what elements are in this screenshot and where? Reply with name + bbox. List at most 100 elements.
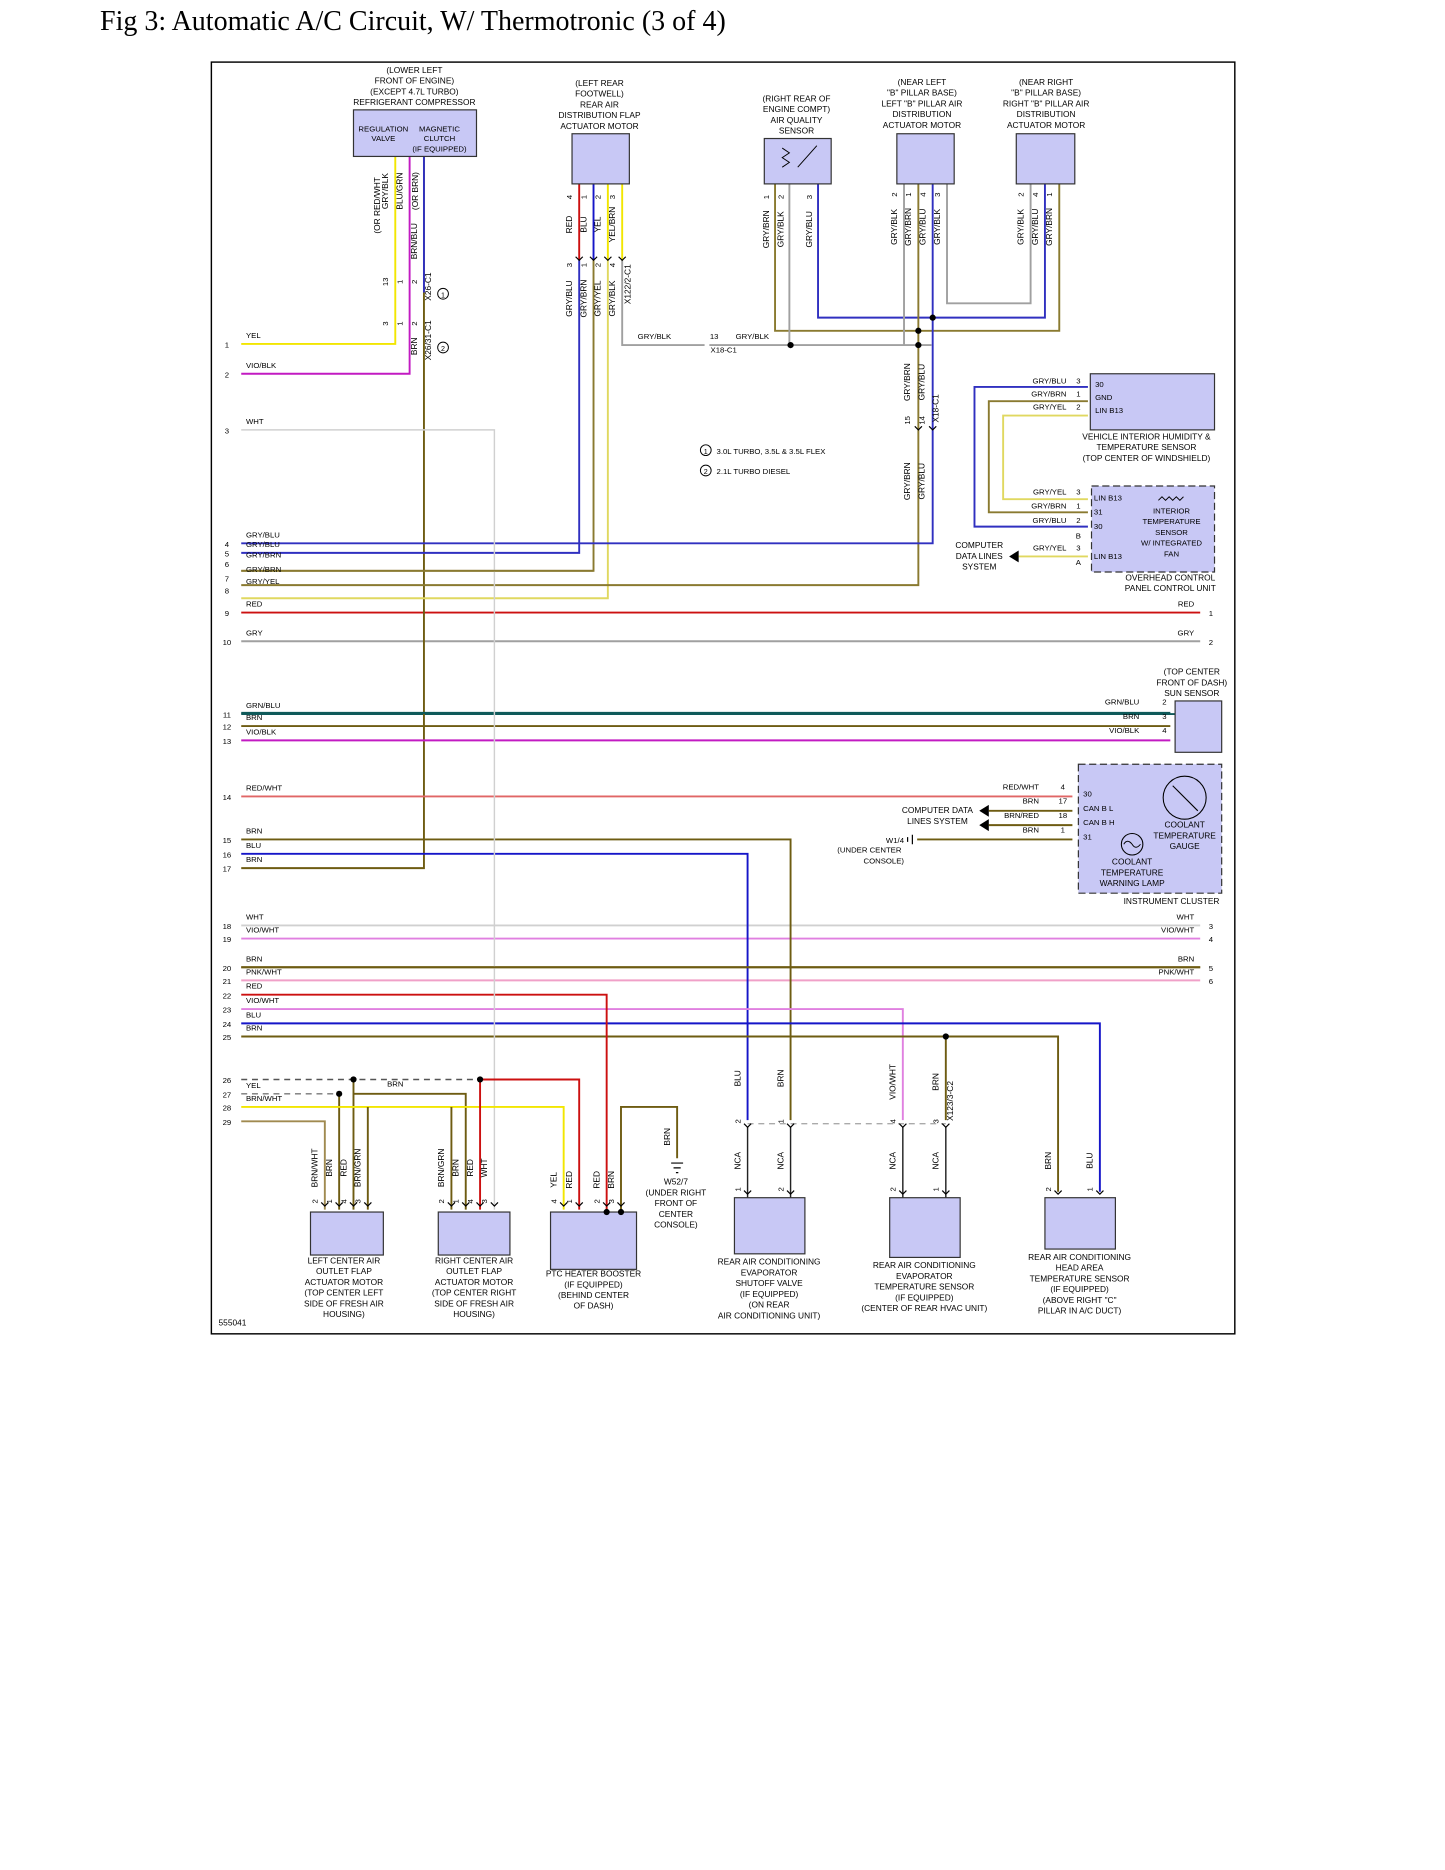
component-inner-label: W/ INTEGRATED: [1141, 539, 1202, 548]
component-wire-label: GRY/BLK: [775, 211, 785, 247]
component-inner-label: VALVE: [371, 134, 395, 143]
component-pin-number: 1: [1045, 192, 1054, 196]
component-caption: HOUSING): [453, 1309, 495, 1319]
data-lines-label: COMPUTER DATA: [902, 805, 974, 815]
evap-temp-sensor-box: [889, 1197, 961, 1259]
head-area-sensor-box: [1044, 1197, 1116, 1250]
connector-pin: [1095, 1190, 1104, 1195]
component-caption: (LEFT REAR: [575, 78, 624, 88]
ground-label: (UNDER RIGHT: [646, 1187, 707, 1197]
component-inner-label: FAN: [1164, 549, 1179, 558]
connector-pin: [447, 1202, 456, 1207]
bus-wire: [241, 429, 496, 1210]
component-wire-label: NCA: [888, 1151, 898, 1169]
ground-label: W1/4: [886, 836, 905, 845]
left-wire-color: GRY/BLU: [246, 540, 280, 549]
component-pin-number: 2: [1162, 698, 1166, 707]
component-wire-label: VIO/WHT: [888, 1064, 898, 1100]
connector-pin: [589, 256, 598, 262]
component-wire-label: GRY/BLK: [607, 280, 617, 316]
connector-pin: [941, 1123, 950, 1129]
lower-wire: [241, 1120, 326, 1210]
component-caption: RIGHT "B" PILLAR AIR: [1003, 98, 1089, 108]
component-caption: AIR QUALITY: [771, 115, 823, 125]
component-caption: EVAPORATOR: [896, 1271, 953, 1281]
right-wire-color: RED: [1178, 600, 1195, 609]
instrument-cluster-box: [1077, 763, 1223, 894]
humidity-wire: [973, 385, 1088, 528]
component-wire-label: BRN: [324, 1159, 334, 1177]
humidity-sensor-box: [1089, 373, 1216, 431]
component-caption: (CENTER OF REAR HVAC UNIT): [861, 1303, 987, 1313]
component-pin-number: 2: [1076, 403, 1080, 412]
left-pin-number: 10: [223, 638, 232, 647]
component-caption: OF DASH): [574, 1301, 614, 1311]
left-wire-color: BRN: [246, 713, 262, 722]
connector-pin: [898, 1123, 907, 1129]
connector-pin-number: 2: [410, 280, 419, 284]
connector-pin: [602, 1202, 611, 1207]
connector-pin: [490, 1202, 499, 1207]
component-pin-number: 1: [452, 1199, 461, 1203]
component-caption: (BEHIND CENTER: [558, 1290, 629, 1300]
right-pin-number: 3: [1209, 922, 1213, 931]
wire-label: GRY/YEL: [1033, 543, 1067, 552]
left-pin-number: 17: [223, 865, 232, 874]
right-wire-color: BRN: [1178, 954, 1194, 963]
connector-pin: [941, 1190, 950, 1195]
component-caption: SIDE OF FRESH AIR: [434, 1298, 514, 1308]
component-pin-number: 18: [1059, 811, 1068, 820]
left-wire-color: YEL: [246, 331, 261, 340]
aq-wire: [774, 183, 920, 332]
component-caption: (ON REAR: [749, 1300, 790, 1310]
connector-pin: [743, 1190, 752, 1195]
component-caption: (IF EQUIPPED): [564, 1279, 623, 1289]
component-inner-label: COOLANT: [1164, 820, 1204, 830]
component-caption: (ABOVE RIGHT "C": [1043, 1295, 1117, 1305]
component-pin-number: 2: [889, 1187, 898, 1191]
component-caption: TEMPERATURE SENSOR: [1030, 1273, 1130, 1283]
component-wire-label: GRY/BLU: [1030, 209, 1040, 245]
component-wire-label: NCA: [732, 1151, 742, 1169]
component-caption: DISTRIBUTION FLAP: [558, 110, 640, 120]
note-marker: [437, 287, 449, 300]
left-pin-number: 28: [223, 1104, 232, 1113]
component-inner-label: TEMPERATURE: [1101, 867, 1164, 877]
right-pin-number: 1: [1209, 609, 1213, 618]
wire-label: GRN/BLU: [1105, 698, 1139, 707]
left-pin-number: 16: [223, 850, 232, 859]
wire-label: RED/WHT: [1003, 782, 1039, 791]
component-inner-label: TEMPERATURE: [1153, 830, 1216, 840]
x18-lower-wire: [241, 429, 934, 545]
humidity-wire: [1002, 414, 1088, 501]
left-wire-color: GRY/BRN: [246, 551, 281, 560]
splice-dot: [350, 1076, 357, 1083]
component-pin-number: 4: [1061, 782, 1066, 791]
left-wire-color: GRY/YEL: [246, 577, 280, 586]
connector-label: X122/2-C1: [623, 264, 633, 304]
left-wire-color: BRN: [246, 826, 262, 835]
wire-label: BRN: [1123, 712, 1139, 721]
left-pin-number: 22: [223, 991, 232, 1000]
ground-icon: [671, 1162, 684, 1174]
wire-label: GRY/BLK: [736, 332, 770, 341]
humidity-wire: [987, 400, 1088, 514]
left-wire-color: BRN: [246, 954, 262, 963]
component-caption: (RIGHT REAR OF: [763, 94, 831, 104]
component-wire-label: BRN: [662, 1128, 672, 1146]
connector-pin: [575, 256, 584, 262]
component-wire-label: YEL: [593, 216, 603, 232]
component-inner-label: WARNING LAMP: [1100, 878, 1165, 888]
wire-label: GRY/BLU: [1033, 516, 1067, 525]
right-center-actuator-box: [437, 1211, 511, 1256]
component-wire-label: YEL: [549, 1172, 559, 1188]
component-inner-label: GAUGE: [1170, 841, 1201, 851]
wire-label: GRY/YEL: [1033, 403, 1067, 412]
component-terminal: LIN B13: [1094, 552, 1122, 561]
sensor-symbol: [781, 145, 818, 168]
component-wire-label: YEL/BRN: [607, 207, 617, 243]
component-pin-number: 4: [608, 262, 617, 267]
left-pin-number: 4: [225, 540, 230, 549]
component-caption: ENGINE COMPT): [763, 104, 830, 114]
component-pin-number: 3: [1076, 376, 1080, 385]
